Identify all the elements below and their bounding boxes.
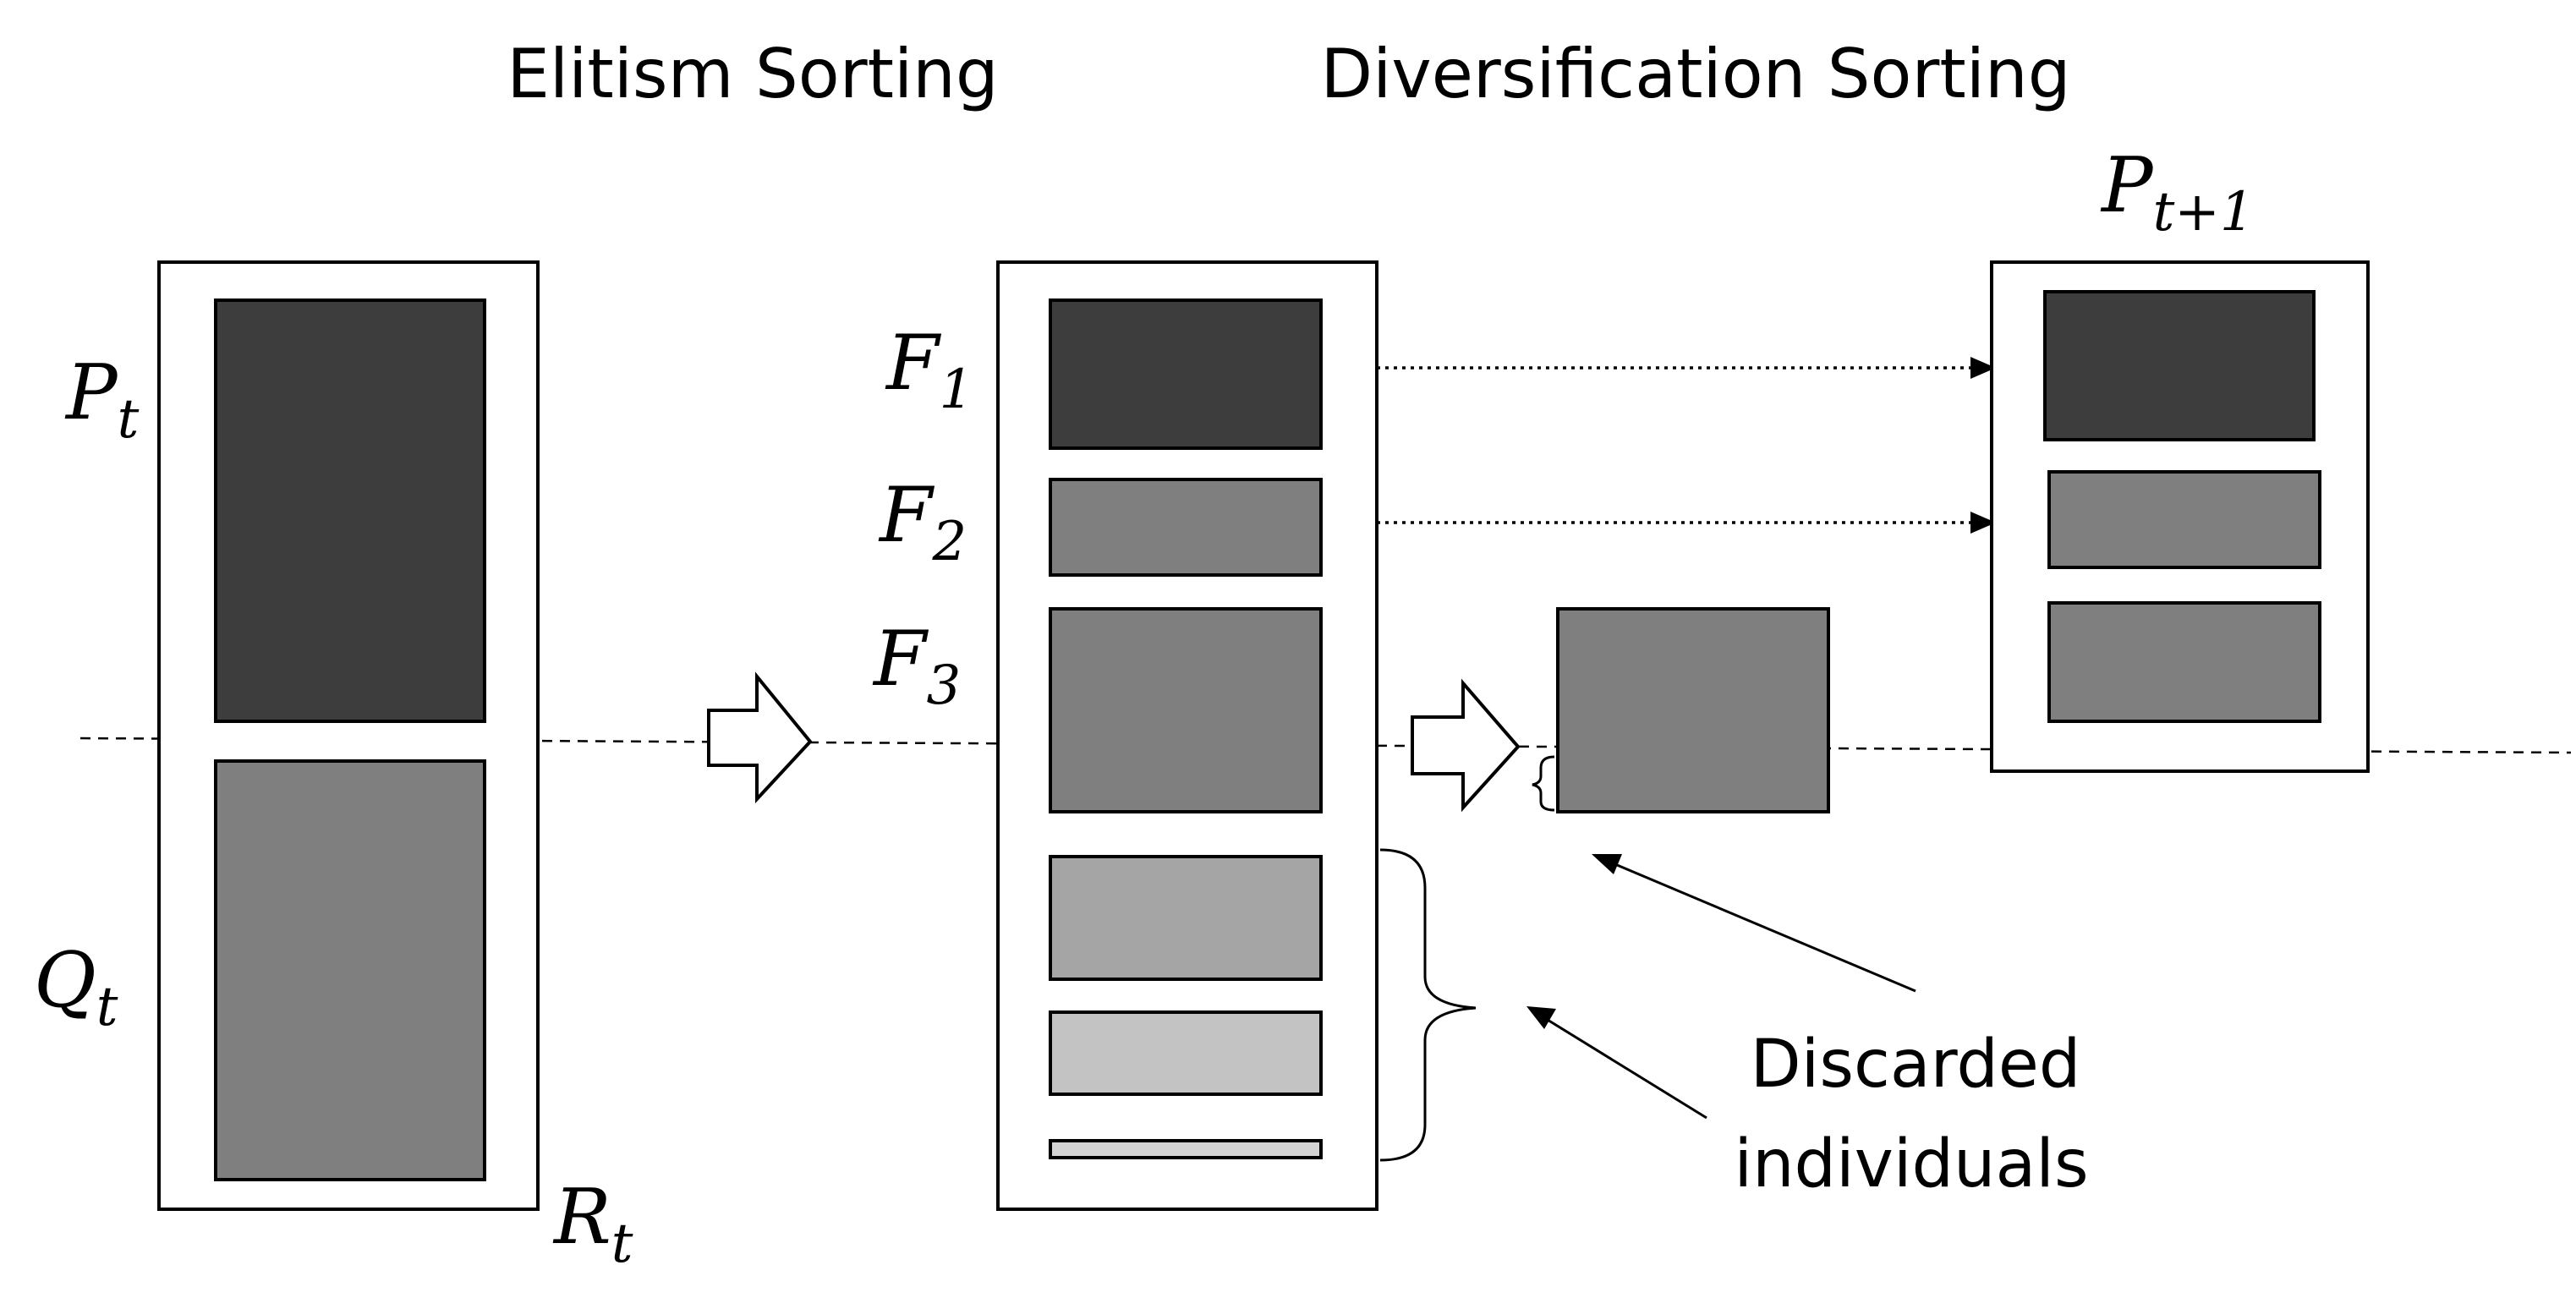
label-p-next: Pt+1 <box>2100 141 2255 244</box>
discarded-fronts-brace <box>1379 848 1477 1162</box>
discarded-arrowhead-f3-icon <box>1592 854 1622 874</box>
label-p-t: Pt <box>64 348 140 451</box>
offspring-population-block <box>214 759 486 1181</box>
next-f1-block <box>2043 290 2316 441</box>
front-f6-block <box>1049 1139 1323 1159</box>
label-r-t: Rt <box>552 1173 633 1275</box>
f1-arrowhead-icon <box>1970 357 1996 379</box>
label-f3: F3 <box>872 615 961 717</box>
heading-elitism-sorting: Elitism Sorting <box>507 35 998 113</box>
next-f3-partial-block <box>2047 601 2321 723</box>
label-q-t: Qt <box>34 936 118 1038</box>
front-f2-block <box>1049 478 1323 577</box>
discarded-caption-line2: individuals <box>1734 1126 2088 1202</box>
front-f1-block <box>1049 298 1323 450</box>
front-f3-block <box>1049 607 1323 813</box>
discarded-arrow-to-f3 <box>1610 861 1916 993</box>
discarded-arrow-to-fronts <box>1543 1016 1707 1120</box>
f2-arrowhead-icon <box>1970 512 1996 534</box>
discarded-arrowhead-fronts-icon <box>1526 1006 1556 1029</box>
elitism-transition-arrow-icon <box>707 671 813 804</box>
crowding-sorted-f3-block <box>1556 607 1830 813</box>
heading-diversification-sorting: Diversification Sorting <box>1321 35 2071 113</box>
front-f5-block <box>1049 1010 1323 1096</box>
label-f1: F1 <box>885 319 973 421</box>
discarded-caption-line1: Discarded <box>1751 1027 2081 1103</box>
next-f2-block <box>2047 470 2321 569</box>
label-f2: F2 <box>878 471 967 573</box>
discarded-f3-brace <box>1532 755 1555 812</box>
diversification-transition-arrow-icon <box>1411 678 1521 813</box>
parent-population-block <box>214 298 486 723</box>
front-f4-block <box>1049 855 1323 981</box>
